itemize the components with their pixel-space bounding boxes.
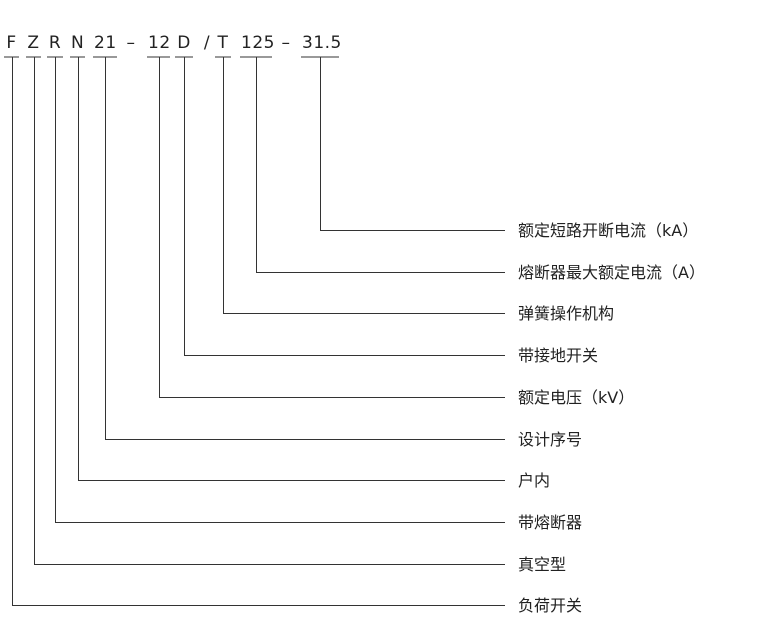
connector-line — [105, 57, 505, 440]
connector-line — [223, 57, 505, 314]
connector-line — [34, 57, 505, 565]
description-label: 户内 — [518, 470, 551, 490]
connector-line — [12, 57, 505, 606]
connector-line — [55, 57, 505, 523]
description-label: 真空型 — [518, 554, 567, 574]
code-segment: Z — [27, 33, 40, 53]
description-label: 额定短路开断电流（kA） — [518, 220, 699, 240]
connector-line — [159, 57, 505, 398]
code-segment: / — [203, 33, 211, 53]
code-segment: T — [217, 33, 229, 53]
code-segment: – — [126, 33, 136, 53]
connector-line — [256, 57, 505, 273]
code-segment: 125 — [241, 33, 275, 53]
connector-line — [184, 57, 505, 356]
code-segment: 31.5 — [302, 33, 342, 53]
code-segment: F — [6, 33, 17, 53]
description-label: 弹簧操作机构 — [518, 303, 615, 323]
description-label: 熔断器最大额定电流（A） — [518, 262, 705, 282]
code-segment: R — [48, 33, 62, 53]
connector-line — [78, 57, 505, 481]
code-segment: D — [177, 33, 191, 53]
code-segment: – — [281, 33, 291, 53]
code-segment: 12 — [148, 33, 171, 53]
code-segment: N — [71, 33, 85, 53]
description-label: 设计序号 — [518, 429, 583, 449]
description-label: 负荷开关 — [518, 595, 583, 615]
description-label: 带熔断器 — [518, 512, 583, 532]
description-label: 额定电压（kV） — [518, 387, 635, 407]
connector-line — [320, 57, 505, 231]
description-label: 带接地开关 — [518, 345, 599, 365]
code-segment: 21 — [94, 33, 117, 53]
